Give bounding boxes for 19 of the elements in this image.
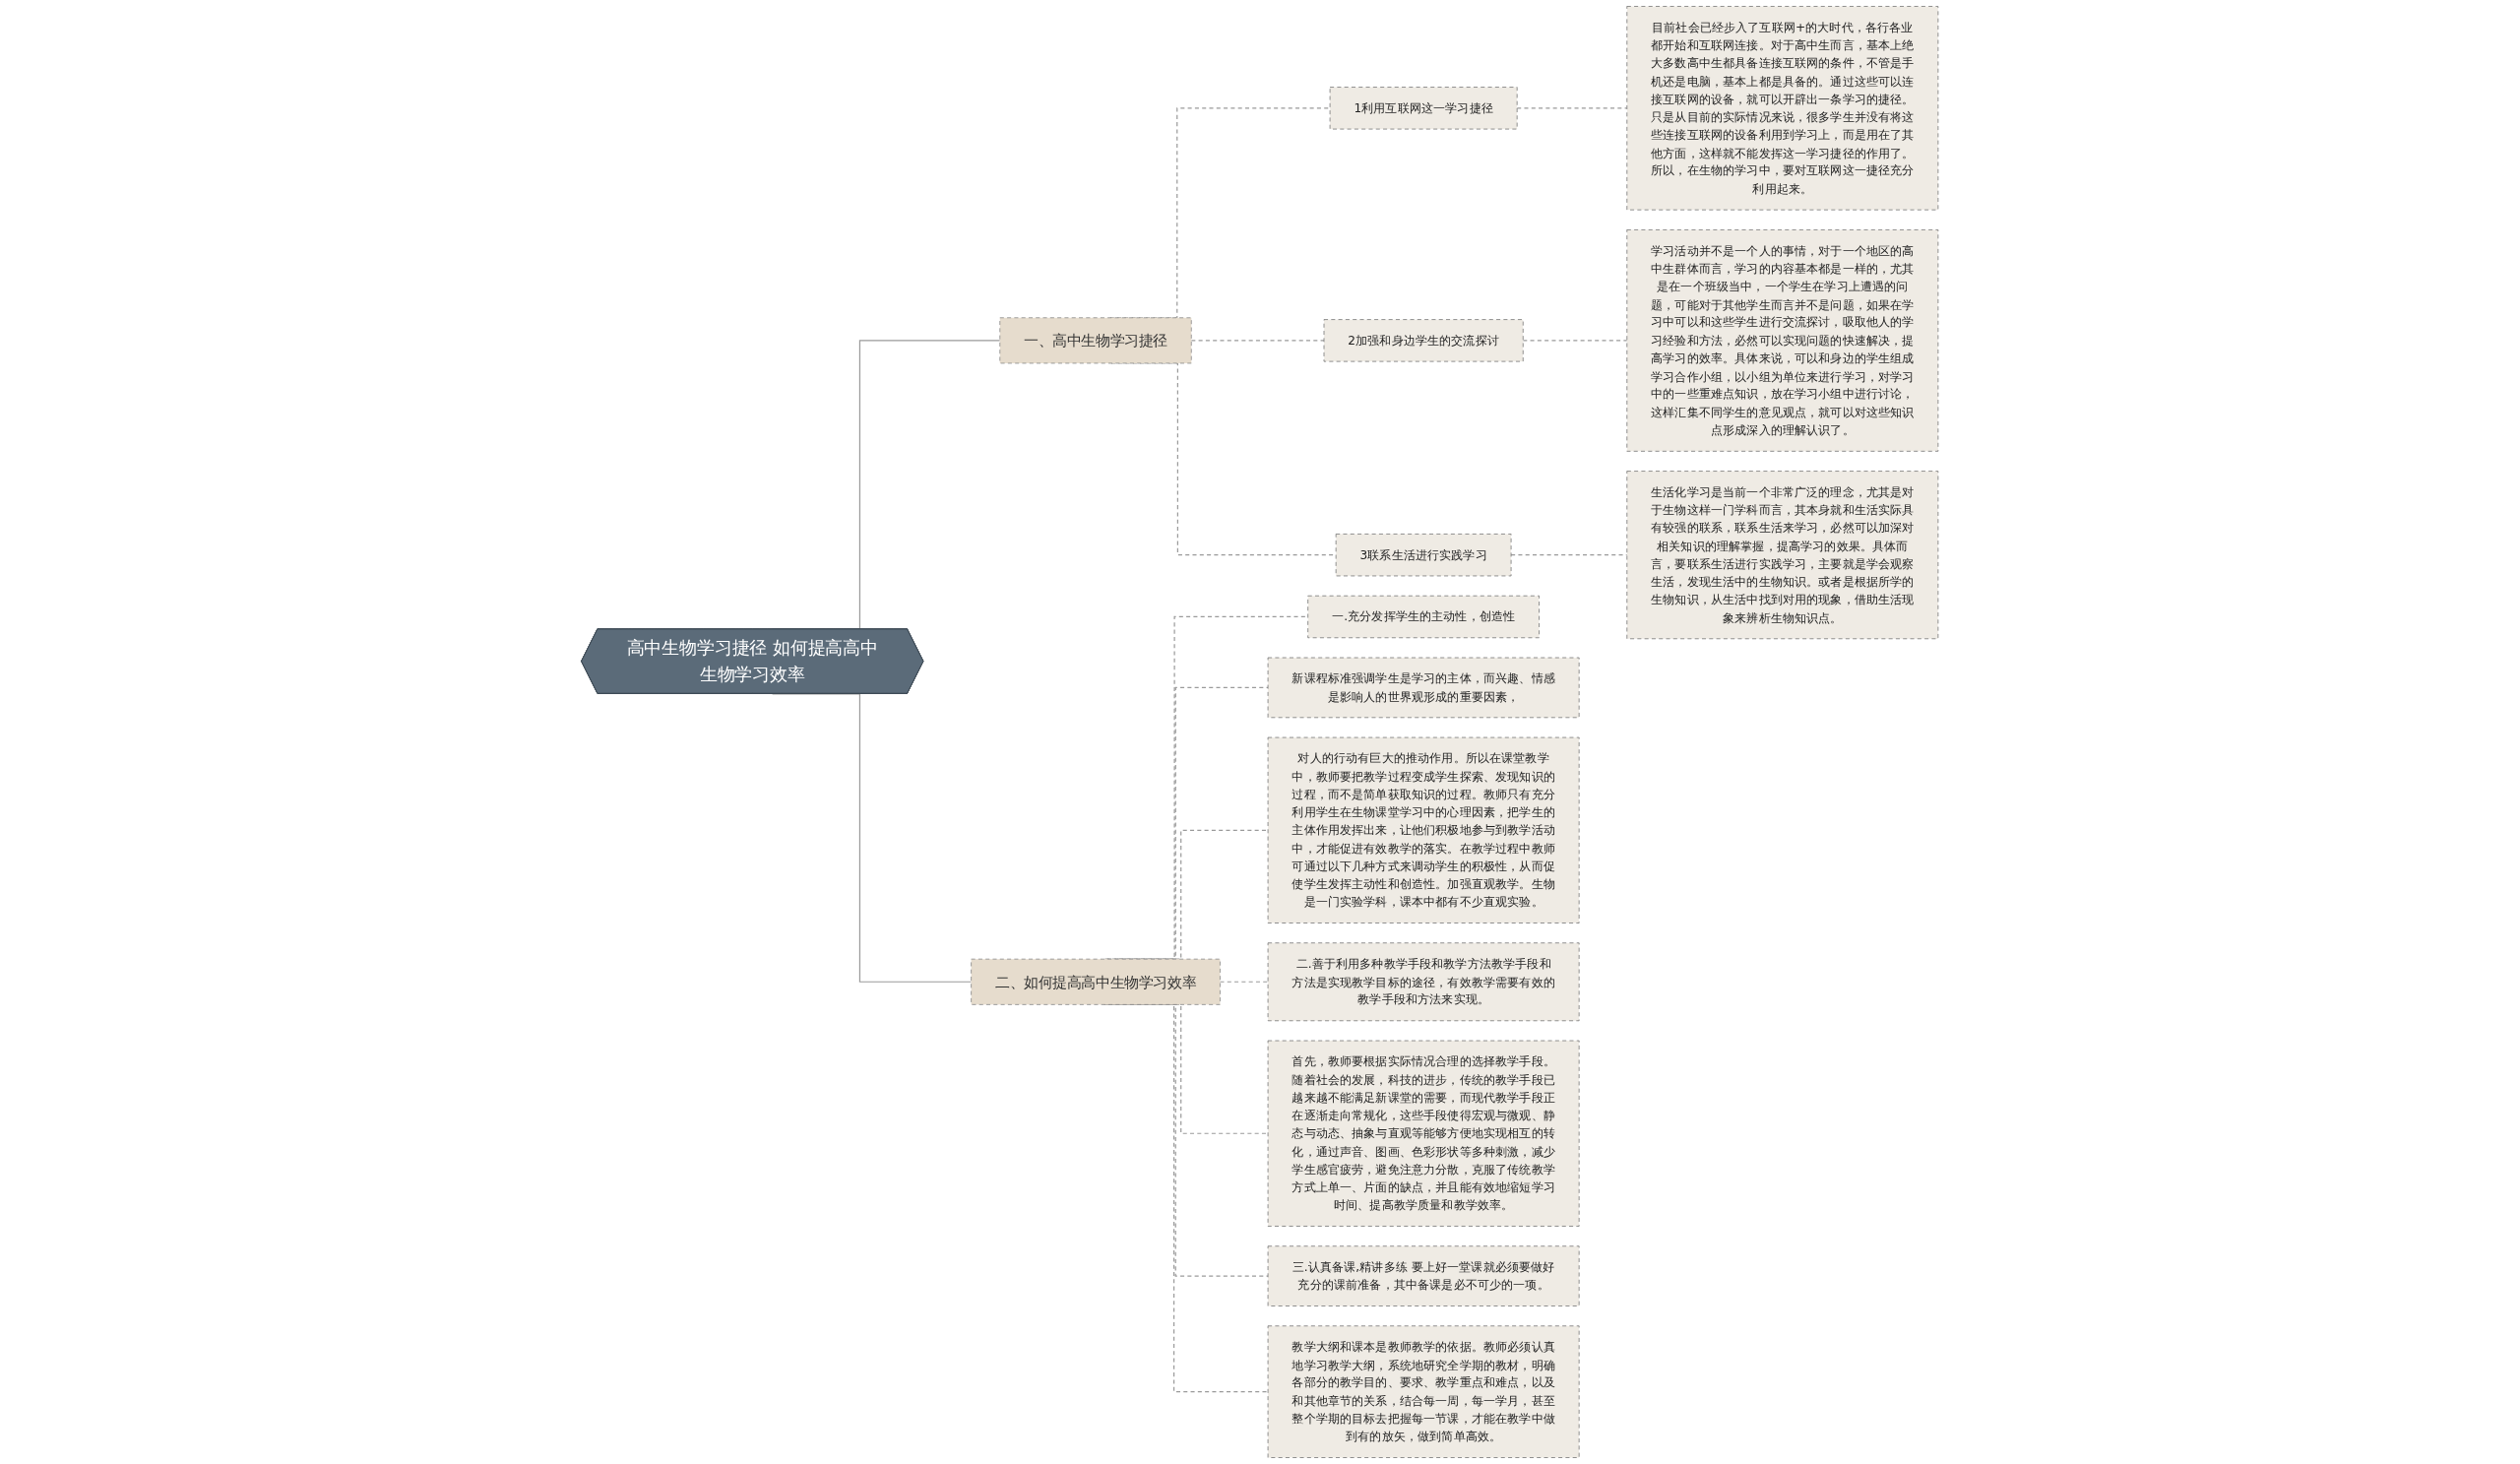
node-box: 首先，教师要根据实际情况合理的选择教学手段。随着社会的发展，科技的进步，传统的教学手段已越来越不能满足新课堂的需要，而现代教学手段正在逐渐走向常规化，这些手段使得宏观与微观、静态与动态、抽象与直观等能够方便地实现相互的转化，通过声音、图画、色彩形状等多种刺激，减少学生感官疲劳，避免注意力分散，克服了传统教学方式上单一、片面的缺点，并且能有效地缩短学习时间、提高教学质量和教学效率。	[1268, 1040, 1580, 1227]
node-box: 三.认真备课,精讲多练 要上好一堂课就必须要做好充分的课前准备，其中备课是必不可少的一项。	[1268, 1245, 1580, 1306]
node-box: 1利用互联网这一学习捷径	[1330, 87, 1518, 130]
node-box: 生活化学习是当前一个非常广泛的理念，尤其是对于生物这样一门学科而言，其本身就和生活实际具有较强的联系，联系生活来学习，必然可以加深对相关知识的理解掌握，提高学习的效果。具体而言，要联系生活进行实践学习，主要就是学会观察生活，发现生活中的生物知识。或者是根据所学的生物知识，从生活中找到对用的现象，借助生活现象来辨析生物知识点。	[1626, 471, 1939, 640]
connector	[1522, 340, 1628, 342]
node-box: 新课程标准强调学生是学习的主体，而兴趣、情感是影响人的世界观形成的重要因素，	[1268, 657, 1580, 719]
node-box: 二、如何提高高中生物学习效率	[971, 958, 1222, 1005]
connector	[1220, 981, 1269, 983]
node-box: 目前社会已经步入了互联网+的大时代，各行各业都开始和互联网连接。对于高中生而言，基本上绝大多数高中生都具备连接互联网的条件，不管是手机还是电脑，基本上都是具备的。通过这些可以连接互联网的设备，就可以开辟出一条学习的捷径。只是从目前的实际情况来说，很多学生并没有将这些连接互联网的设备利用到学习上，而是用在了其他方面，这样就不能发挥这一学习捷径的作用了。所以，在生物的学习中，要对互联网这一捷径充分利用起来。	[1626, 6, 1939, 211]
node-box: 3联系生活进行实践学习	[1336, 534, 1512, 577]
node-box: 学习活动并不是一个人的事情，对于一个地区的高中生群体而言，学习的内容基本都是一样的，尤其是在一个班级当中，一个学生在学习上遭遇的问题，可能对于其他学生而言并不是问题，如果在学习中可以和这些学生进行交流探讨，吸取他人的学习经验和方法，必然可以实现问题的快速解决，提高学习的效率。具体来说，可以和身边的学生组成学习合作小组，以小组为单位来进行学习，对学习中的一些重难点知识，放在学习小组中进行讨论，这样汇集不同学生的意见观点，就可以对这些知识点形成深入的理解认识了。	[1626, 229, 1939, 452]
node-box: 一、高中生物学习捷径	[999, 317, 1192, 364]
node-box: 教学大纲和课本是教师教学的依据。教师必须认真地学习教学大纲，系统地研究全学期的教材，明确各部分的教学目的、要求、教学重点和难点，以及和其他章节的关系，结合每一周，每一学月，甚至整个学期的目标去把握每一节课，才能在教学中做到有的放矢，做到简单高效。	[1268, 1325, 1580, 1458]
node-box: 2加强和身边学生的交流探讨	[1323, 319, 1524, 362]
node-box: 一.充分发挥学生的主动性，创造性	[1307, 595, 1541, 639]
connector	[1516, 107, 1628, 109]
connector	[1510, 554, 1628, 556]
node-box: 对人的行动有巨大的推动作用。所以在课堂教学中，教师要把教学过程变成学生探索、发现知识的过程，而不是简单获取知识的过程。教师只有充分利用学生在生物课堂学习中的心理因素，把学生的主体作用发挥出来，让他们积极地参与到教学活动中，才能促进有效教学的落实。在教学过程中教师可通过以下几种方式来调动学生的积极性，从而促使学生发挥主动性和创造性。加强直观教学。生物是一门实验学科，课本中都有不少直观实验。	[1268, 736, 1580, 923]
node-box: 二.善于利用多种教学手段和教学方法教学手段和方法是实现教学目标的途径，有效教学需要有效的教学手段和方法来实现。	[1268, 942, 1580, 1022]
